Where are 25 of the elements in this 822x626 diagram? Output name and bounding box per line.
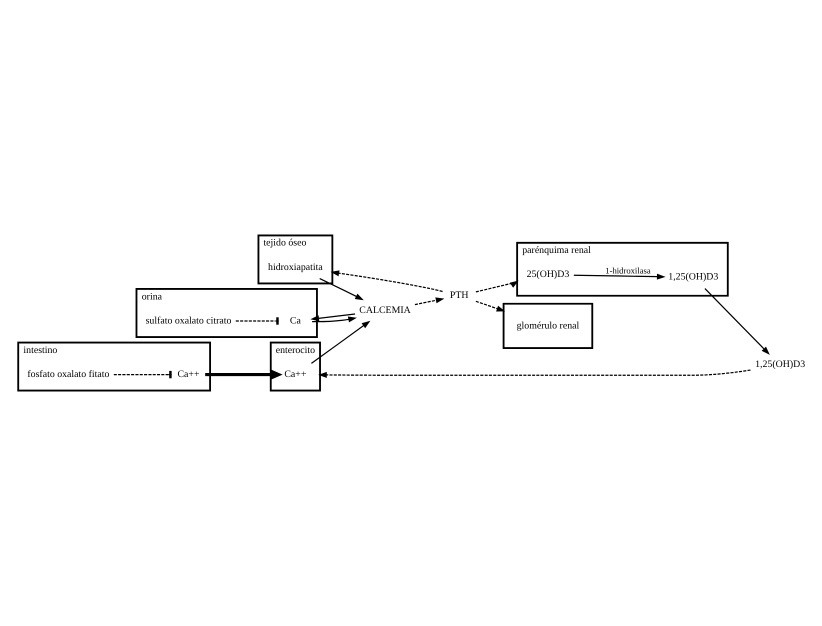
node-text: sulfato oxalato citrato xyxy=(145,315,231,326)
arrow xyxy=(330,270,442,292)
node-text: Ca++ xyxy=(177,368,200,380)
node-text: 1,25(OH)D3 xyxy=(668,272,718,283)
edge-label: 1-hidroxilasa xyxy=(604,266,650,276)
arrow xyxy=(414,297,444,306)
arrow xyxy=(573,274,666,280)
arrow xyxy=(310,313,355,322)
node-text: Ca xyxy=(289,315,300,326)
node-text: PTH xyxy=(449,290,468,302)
node-text: CALCEMIA xyxy=(358,304,410,316)
arrow xyxy=(310,320,370,364)
arrow xyxy=(318,369,750,378)
node-text: 25(OH)D3 xyxy=(526,269,569,280)
node-box: glomérulo renal xyxy=(502,302,593,350)
arrow xyxy=(318,278,364,300)
node-text: Ca++ xyxy=(284,368,306,380)
arrow xyxy=(312,316,356,322)
arrow xyxy=(475,280,518,292)
node-text: hidroxiapatita xyxy=(268,262,322,273)
node-text: 1,25(OH)D3 xyxy=(754,359,805,370)
arrow xyxy=(475,300,505,312)
arrow xyxy=(204,370,282,380)
arrow xyxy=(704,288,770,355)
node-text: fosfato oxalato fitato xyxy=(26,368,109,380)
